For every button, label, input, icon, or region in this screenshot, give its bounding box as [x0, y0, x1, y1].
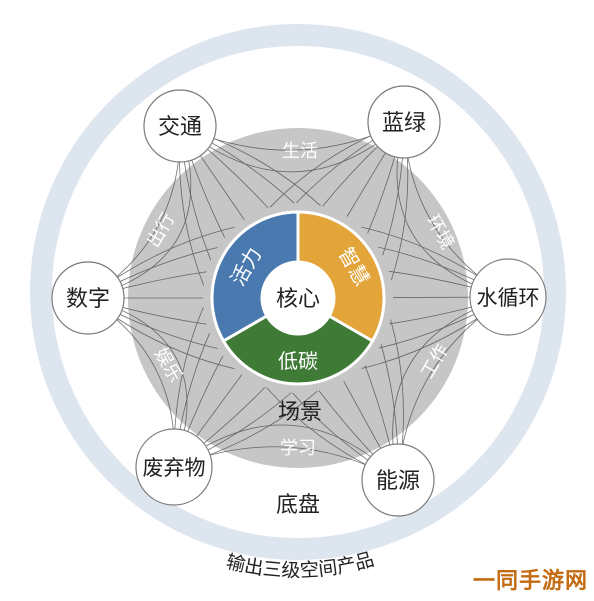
node-green: 蓝绿	[367, 85, 441, 159]
core-circle	[262, 262, 334, 334]
node-digital-label: 数字	[66, 287, 110, 312]
sector-low-carbon-label: 低碳	[278, 349, 318, 373]
node-waste-label: 废弃物	[143, 456, 206, 480]
node-energy-label: 能源	[376, 469, 420, 494]
ring-label-life: 生活	[282, 141, 318, 162]
outer-ring	[30, 24, 566, 560]
node-water-cycle: 水循环	[469, 258, 547, 336]
node-digital: 数字	[51, 261, 125, 335]
base-label: 底盘	[276, 493, 320, 518]
node-energy: 能源	[361, 443, 435, 517]
scene-label: 场景	[278, 400, 322, 425]
node-transport: 交通	[143, 89, 217, 163]
core-label: 核心	[276, 287, 320, 312]
watermark: 一同手游网	[472, 569, 588, 594]
node-waste: 废弃物	[135, 428, 213, 506]
node-transport-label: 交通	[158, 115, 202, 140]
node-green-label: 蓝绿	[382, 111, 426, 136]
node-water-cycle-label: 水循环	[477, 286, 540, 310]
ring-label-study: 学习	[280, 438, 316, 459]
